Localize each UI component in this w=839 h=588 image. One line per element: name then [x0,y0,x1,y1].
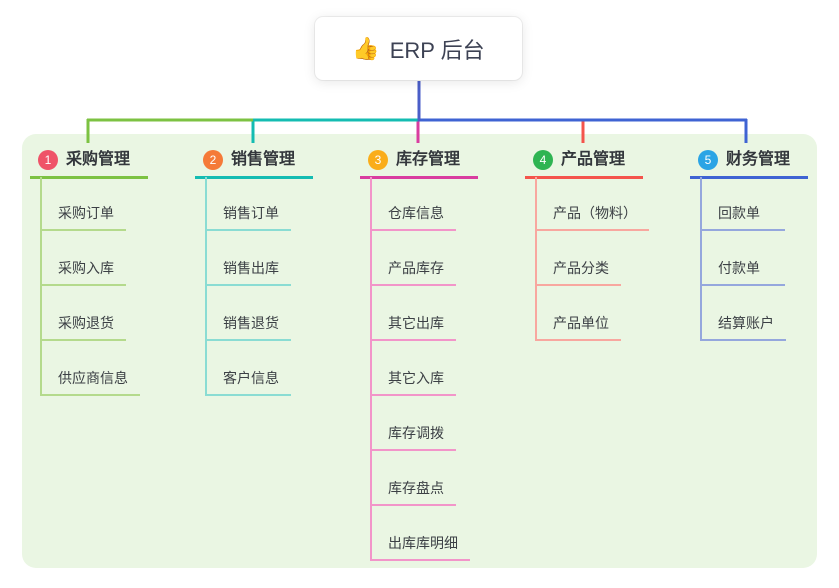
branch-header[interactable]: 5 财务管理 [690,148,808,179]
root-label: ERP 后台 [389,37,485,63]
node-item[interactable]: 采购退货 [40,311,126,341]
branch-number-badge: 5 [698,150,718,170]
branch-number-badge: 4 [533,150,553,170]
canvas-panel [22,134,817,568]
node-item[interactable]: 出库库明细 [370,531,470,561]
node-item[interactable]: 供应商信息 [40,366,140,396]
branch-column-4: 4 产品管理产品（物料） 产品分类产品单位 [525,148,695,341]
node-item[interactable]: 库存调拨 [370,421,456,451]
branch-number-badge: 1 [38,150,58,170]
branch-column-1: 1 采购管理采购订单采购入库采购退货供应商信息 [30,148,200,396]
branch-header[interactable]: 2 销售管理 [195,148,313,179]
node-item[interactable]: 其它出库 [370,311,456,341]
branch-header[interactable]: 3 库存管理 [360,148,478,179]
branch-column-5: 5 财务管理回款单付款单结算账户 [690,148,839,341]
branch-spine-line [370,177,372,561]
node-item[interactable]: 销售退货 [205,311,291,341]
branch-number-badge: 3 [368,150,388,170]
branch-title: 销售管理 [231,151,296,168]
node-item[interactable]: 产品单位 [535,311,621,341]
branch-spine-line [205,177,207,396]
node-item[interactable]: 付款单 [700,256,785,286]
node-item[interactable]: 采购订单 [40,201,126,231]
branch-title: 产品管理 [561,151,626,168]
branch-header[interactable]: 4 产品管理 [525,148,643,179]
branch-title: 采购管理 [66,151,131,168]
node-item[interactable]: 销售订单 [205,201,291,231]
node-item[interactable]: 库存盘点 [370,476,456,506]
root-node[interactable]: 👍 ERP 后台 [315,17,522,80]
branch-spine-line [40,177,42,396]
node-item[interactable]: 客户信息 [205,366,291,396]
node-item[interactable]: 产品库存 [370,256,456,286]
branch-number-badge: 2 [203,150,223,170]
branch-title: 库存管理 [396,151,461,168]
branch-column-2: 2 销售管理销售订单销售出库销售退货客户信息 [195,148,365,396]
branch-header[interactable]: 1 采购管理 [30,148,148,179]
node-item[interactable]: 采购入库 [40,256,126,286]
node-item[interactable]: 其它入库 [370,366,456,396]
node-item[interactable]: 产品（物料） [535,201,649,231]
branch-title: 财务管理 [726,151,791,168]
branch-spine-line [535,177,537,341]
branch-column-3: 3 库存管理仓库信息产品库存其它出库其它入库库存调拨库存盘点出库库明细 [360,148,530,561]
node-item[interactable]: 仓库信息 [370,201,456,231]
thumbs-up-icon: 👍 [352,35,380,61]
node-item[interactable]: 销售出库 [205,256,291,286]
node-item[interactable]: 结算账户 [700,311,786,341]
branch-spine-line [700,177,702,341]
node-item[interactable]: 产品分类 [535,256,621,286]
node-item[interactable]: 回款单 [700,201,785,231]
